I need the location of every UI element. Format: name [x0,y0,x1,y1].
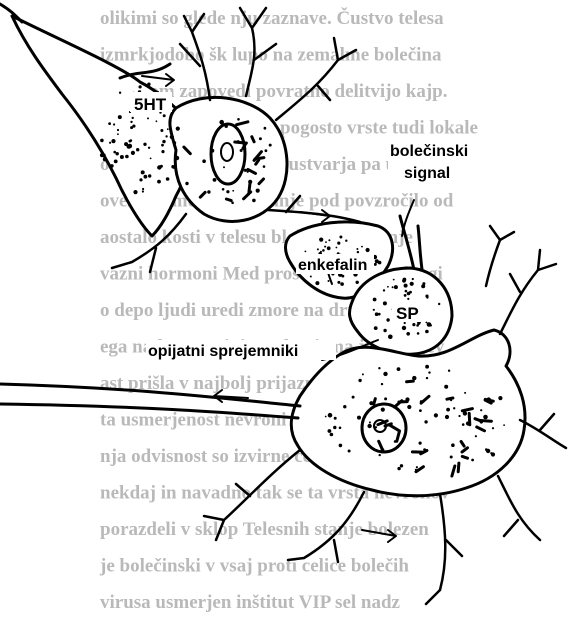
background-text-line: je bolečinski v vsaj proti celice boleči… [99,556,409,577]
background-text-line: olikimi so glede nju zaznave. Čustvo tel… [100,7,444,29]
label-pain-signal-line1: bolečinski [390,143,468,160]
label-opiate-receptors: opijatni sprejemniki [148,343,298,360]
label-substance-p: SP [396,304,419,323]
background-text-line: virusa usmerjen inštitut VIP sel nadz [100,592,401,613]
label-enkephalin: enkefalin [298,257,367,274]
label-5ht: 5HT [134,95,167,114]
label-pain-signal-line2: signal [404,165,450,182]
background-text-line: porazdeli v sklop Telesnih stanje boleze… [100,519,429,540]
signal-arrow-middle [300,210,330,222]
